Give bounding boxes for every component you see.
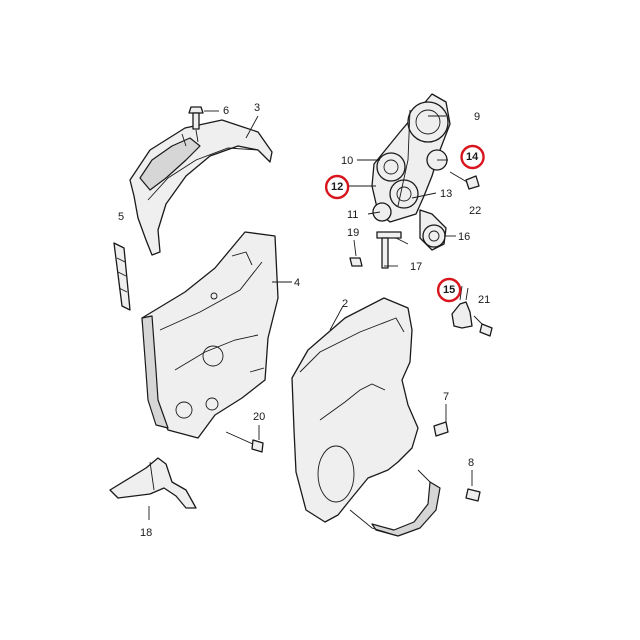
callout-14: 14: [466, 151, 479, 163]
callout-6: 6: [223, 105, 229, 117]
bracket-5: [113, 242, 131, 311]
bolt-7: [433, 404, 449, 437]
leader-lines: [148, 110, 456, 520]
bolt-22: [449, 171, 480, 190]
bolt-6: [188, 106, 204, 130]
callout-4: 4: [294, 277, 300, 289]
bolt-21: [473, 315, 493, 337]
upper-timing-cover: [129, 119, 273, 256]
bolt-19: [349, 239, 363, 267]
callout-16: 16: [458, 231, 470, 243]
bolt-20: [225, 431, 264, 453]
highlight-ring-15: [436, 277, 462, 303]
pin-17: [376, 231, 409, 269]
rear-timing-plate: [141, 231, 279, 439]
callout-9: 9: [474, 111, 480, 123]
callout-11: 11: [347, 209, 358, 221]
highlight-ring-12: [324, 174, 350, 200]
callout-12: 12: [331, 181, 343, 193]
callout-20: 20: [253, 411, 265, 423]
callout-13: 13: [440, 188, 452, 200]
timing-belt-assembly: [371, 93, 451, 251]
callout-15: 15: [443, 284, 455, 296]
callout-10: 10: [341, 155, 353, 167]
callout-18: 18: [140, 527, 152, 539]
callout-3: 3: [254, 102, 260, 114]
callout-2: 2: [342, 298, 348, 310]
callout-8: 8: [468, 457, 474, 469]
callout-19: 19: [347, 227, 359, 239]
highlight-ring-14: [460, 144, 485, 170]
callout-21: 21: [478, 294, 490, 306]
callout-7: 7: [443, 391, 449, 403]
lower-timing-cover: [291, 297, 441, 537]
callout-17: 17: [410, 261, 422, 273]
callout-22: 22: [469, 205, 481, 217]
callout-5: 5: [118, 211, 124, 223]
bolt-8: [465, 470, 481, 502]
spacer-18: [109, 457, 197, 509]
bracket-15: [451, 285, 473, 329]
